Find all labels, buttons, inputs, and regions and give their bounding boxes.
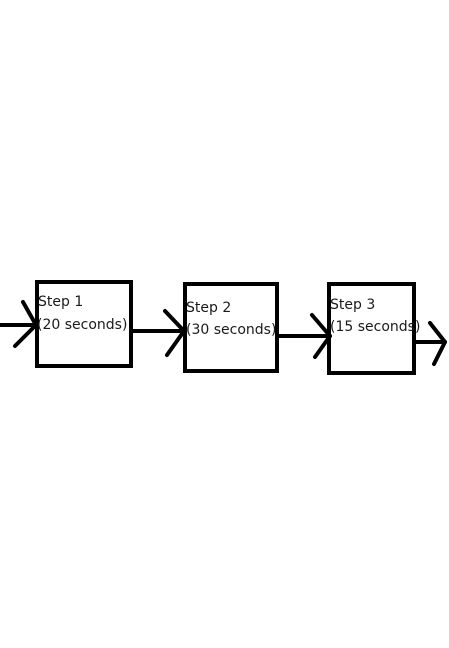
step-1-box [35, 280, 133, 368]
incoming-arrow [0, 300, 38, 348]
arrow-step1-to-step2 [129, 309, 186, 357]
step-2-title: Step 2 [186, 300, 231, 316]
step-2-box [183, 282, 279, 373]
step-2-node: Step 2 (30 seconds) [183, 282, 279, 373]
arrow-step2-to-step3 [275, 313, 332, 359]
outgoing-arrow [412, 321, 447, 366]
step-1-duration: (20 seconds) [37, 317, 127, 333]
step-3-duration: (15 seconds) [330, 319, 420, 335]
step-1-title: Step 1 [38, 294, 83, 310]
step-3-box [327, 282, 416, 375]
step-2-duration: (30 seconds) [186, 322, 276, 338]
step-3-node: Step 3 (15 seconds) [327, 282, 420, 375]
step-3-title: Step 3 [330, 297, 375, 313]
step-1-node: Step 1 (20 seconds) [35, 280, 133, 368]
